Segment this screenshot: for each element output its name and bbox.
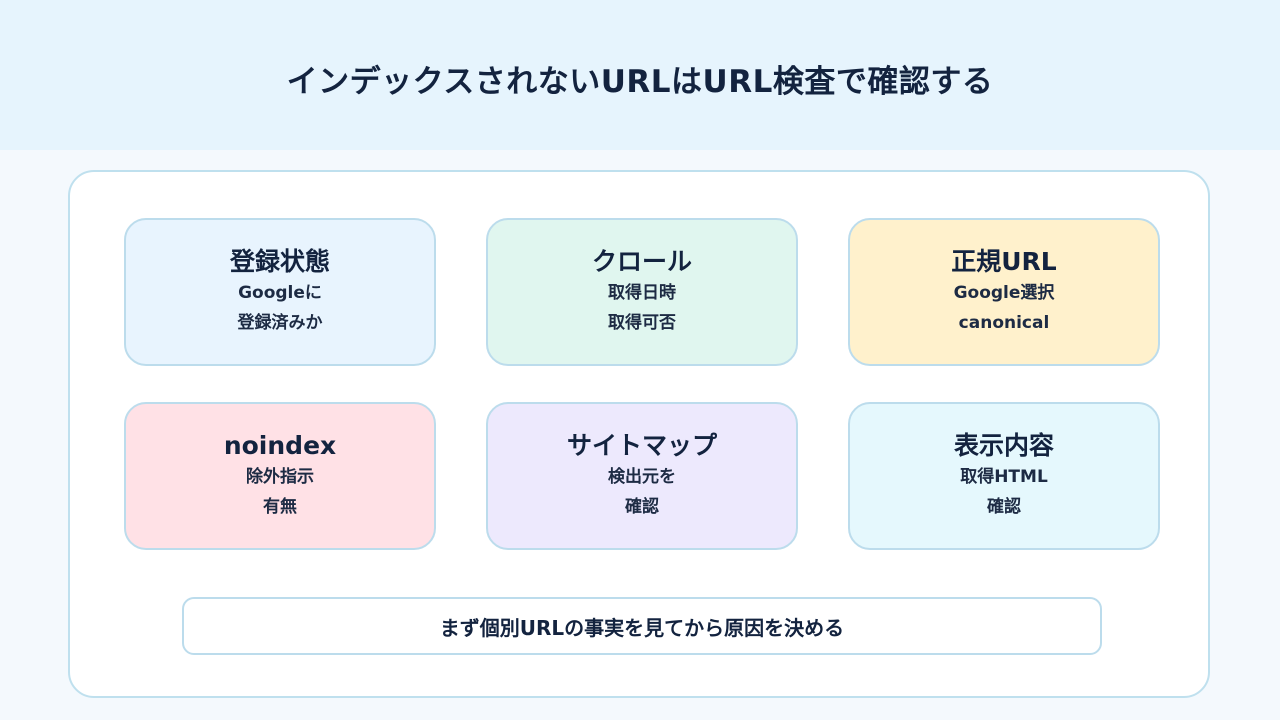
card-line: 除外指示 <box>246 467 314 487</box>
summary-footer: まず個別URLの事実を見てから原因を決める <box>182 597 1102 655</box>
card-title: 正規URL <box>951 247 1057 276</box>
card-rendered-content: 表示内容 取得HTML 確認 <box>848 402 1160 550</box>
card-line: 取得可否 <box>608 313 676 333</box>
card-line: 取得HTML <box>960 467 1048 487</box>
content-panel: 登録状態 Googleに 登録済みか クロール 取得日時 取得可否 正規URL … <box>68 170 1210 698</box>
card-line: canonical <box>958 313 1050 333</box>
card-line: 取得日時 <box>608 283 676 303</box>
card-line: 確認 <box>625 497 659 517</box>
card-title: noindex <box>223 431 337 460</box>
card-sitemap: サイトマップ 検出元を 確認 <box>486 402 798 550</box>
page-title: インデックスされないURLはURL検査で確認する <box>286 64 994 100</box>
card-line: 確認 <box>987 497 1021 517</box>
card-line: Googleに <box>238 283 322 303</box>
header-band: インデックスされないURLはURL検査で確認する <box>0 0 1280 150</box>
card-crawl: クロール 取得日時 取得可否 <box>486 218 798 366</box>
card-line: Google選択 <box>953 283 1055 303</box>
card-registration-status: 登録状態 Googleに 登録済みか <box>124 218 436 366</box>
card-line: 登録済みか <box>237 313 323 333</box>
card-title: 表示内容 <box>953 431 1054 460</box>
card-noindex: noindex 除外指示 有無 <box>124 402 436 550</box>
card-title: サイトマップ <box>566 431 717 460</box>
card-line: 検出元を <box>608 467 676 487</box>
card-line: 有無 <box>263 497 297 517</box>
card-title: クロール <box>591 247 692 276</box>
card-title: 登録状態 <box>229 247 330 276</box>
card-canonical-url: 正規URL Google選択 canonical <box>848 218 1160 366</box>
